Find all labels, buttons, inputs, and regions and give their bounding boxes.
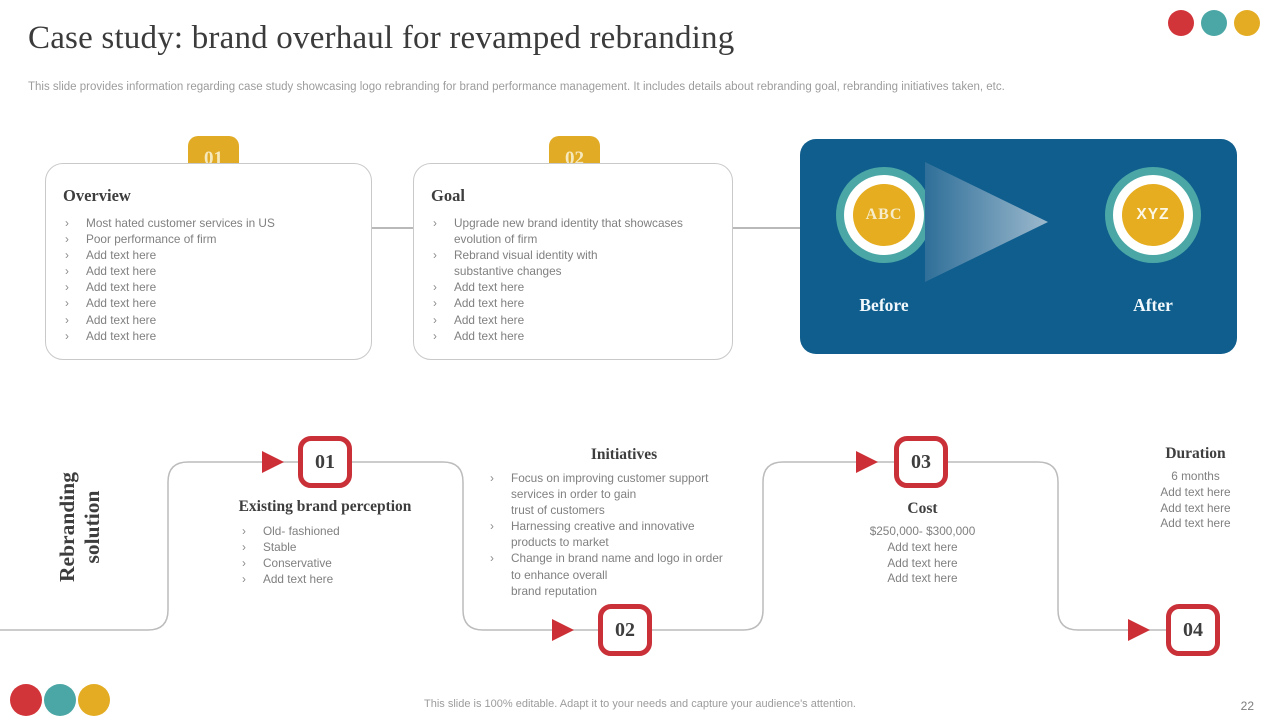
- bullet-item: Add text here: [63, 263, 371, 279]
- connector-line-overview-goal: [372, 227, 413, 229]
- bullet-item: Stable: [240, 539, 440, 555]
- before-logo-text: ABC: [865, 206, 903, 223]
- bullet-item: Conservative: [240, 555, 440, 571]
- flow-arrow-icon-2: [552, 619, 574, 641]
- after-label: After: [1133, 295, 1173, 315]
- goal-card: Goal Upgrade new brand identity that sho…: [413, 163, 733, 360]
- text-line: Add text here: [887, 555, 958, 570]
- bullet-item: Most hated customer services in US: [63, 215, 371, 231]
- bullet-item: Change in brand name and logo in order t…: [488, 550, 780, 598]
- step-1-block: Existing brand perception Old- fashioned…: [210, 498, 440, 587]
- bullet-item: Add text here: [63, 247, 371, 263]
- bullet-item: Add text here: [431, 312, 732, 328]
- decoration-dots-bottom-left: [10, 684, 110, 716]
- teal-dot-icon: [44, 684, 76, 716]
- overview-heading: Overview: [63, 186, 131, 205]
- bullet-item: Rebrand visual identity with substantive…: [431, 247, 732, 279]
- bullet-item: Add text here: [431, 279, 732, 295]
- flow-arrow-icon-1: [262, 451, 284, 473]
- red-dot-icon: [1168, 10, 1194, 36]
- bullet-item: Add text here: [240, 571, 440, 587]
- step-4-number-box: 04: [1166, 604, 1220, 656]
- bullet-item: Add text here: [63, 279, 371, 295]
- teal-dot-icon: [1201, 10, 1227, 36]
- step-3-heading: Cost: [907, 500, 938, 517]
- after-logo-inner-circle: XYZ: [1122, 184, 1184, 246]
- red-dot-icon: [10, 684, 42, 716]
- bullet-item: Harnessing creative and innovative produ…: [488, 518, 780, 550]
- step-2-number-box: 02: [598, 604, 652, 656]
- decoration-dots-top-right: [1168, 10, 1260, 36]
- goal-bullet-list: Upgrade new brand identity that showcase…: [414, 215, 732, 344]
- flow-arrow-icon-3: [856, 451, 878, 473]
- rebranding-solution-label: Rebranding solution: [55, 472, 104, 582]
- step-1-heading: Existing brand perception: [238, 498, 412, 515]
- bullet-item: Add text here: [63, 295, 371, 311]
- bullet-item: Focus on improving customer support serv…: [488, 470, 780, 518]
- page-title: Case study: brand overhaul for revamped …: [28, 20, 735, 56]
- bullet-item: Poor performance of firm: [63, 231, 371, 247]
- footer-note: This slide is 100% editable. Adapt it to…: [424, 698, 856, 710]
- step-4-heading: Duration: [1165, 445, 1226, 462]
- page-subtitle: This slide provides information regardin…: [28, 81, 1005, 93]
- after-logo-circle: XYZ: [1105, 167, 1201, 263]
- text-line: Add text here: [887, 539, 958, 554]
- yellow-dot-icon: [1234, 10, 1260, 36]
- step-3-number-box: 03: [894, 436, 948, 488]
- bullet-item: Upgrade new brand identity that showcase…: [431, 215, 732, 247]
- before-after-panel: ABC XYZ Before After: [800, 139, 1237, 354]
- bullet-item: Add text here: [63, 312, 371, 328]
- after-logo-text: XYZ: [1136, 206, 1170, 223]
- text-line: 6 months: [1171, 469, 1220, 483]
- text-line: $250,000- $300,000: [869, 524, 976, 538]
- connector-line-goal-panel: [733, 227, 800, 229]
- step-1-bullet-list: Old- fashionedStableConservativeAdd text…: [210, 523, 440, 587]
- step-2-block: Initiatives Focus on improving customer …: [468, 446, 780, 599]
- step-2-heading: Initiatives: [590, 446, 658, 463]
- overview-card: Overview Most hated customer services in…: [45, 163, 372, 360]
- text-line: Add text here: [1160, 484, 1231, 499]
- step-2-bullet-list: Focus on improving customer support serv…: [468, 470, 780, 599]
- step-1-number-box: 01: [298, 436, 352, 488]
- bullet-item: Add text here: [431, 295, 732, 311]
- overview-bullet-list: Most hated customer services in USPoor p…: [46, 215, 371, 344]
- before-logo-circle: ABC: [836, 167, 932, 263]
- page-number: 22: [1240, 699, 1254, 713]
- transition-arrow-icon: [925, 162, 1048, 282]
- text-line: Add text here: [1160, 516, 1231, 531]
- before-logo-inner-circle: ABC: [853, 184, 915, 246]
- goal-heading: Goal: [431, 186, 465, 205]
- flow-arrow-icon-4: [1128, 619, 1150, 641]
- yellow-dot-icon: [78, 684, 110, 716]
- text-line: Add text here: [1160, 500, 1231, 515]
- before-label: Before: [859, 295, 909, 315]
- bullet-item: Add text here: [431, 328, 732, 344]
- bullet-item: Old- fashioned: [240, 523, 440, 539]
- text-line: Add text here: [887, 571, 958, 586]
- bullet-item: Add text here: [63, 328, 371, 344]
